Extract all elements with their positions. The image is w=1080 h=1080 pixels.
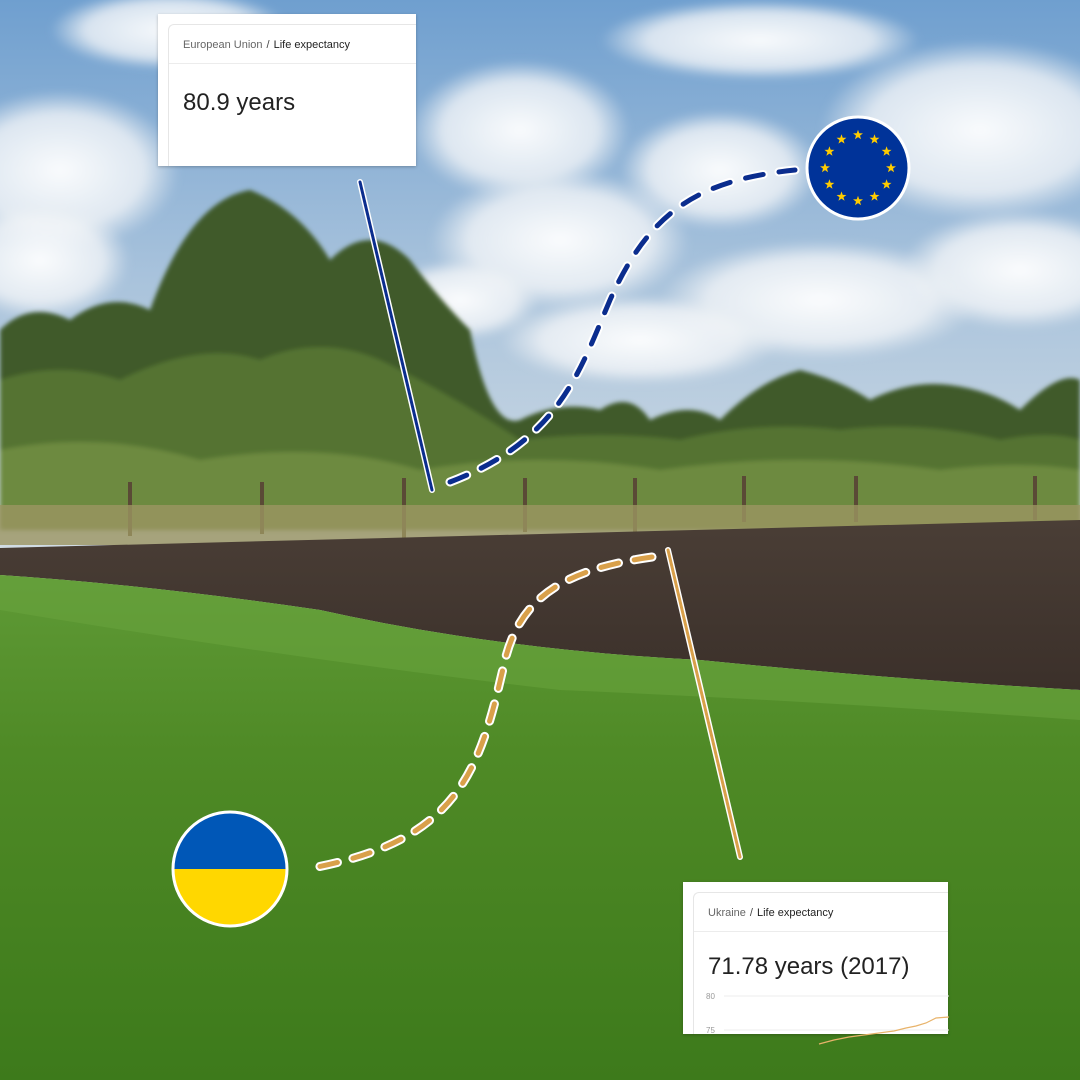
star-icon — [853, 129, 863, 140]
life-expectancy-value: 71.78 years (2017) — [708, 953, 910, 980]
star-icon — [820, 162, 830, 173]
star-icon — [881, 179, 892, 189]
breadcrumb-metric: Life expectancy — [273, 39, 351, 51]
trend-line — [818, 1016, 949, 1045]
breadcrumb-metric: Life expectancy — [756, 907, 834, 919]
divider — [694, 931, 948, 932]
divider — [169, 63, 416, 64]
breadcrumb-separator: / — [749, 907, 753, 919]
star-icon — [869, 134, 880, 144]
ukraine-flag-icon — [171, 810, 289, 928]
breadcrumb-separator: / — [266, 39, 270, 51]
ukraine-life-expectancy-card: Ukraine/Life expectancy 71.78 years (201… — [683, 882, 949, 1045]
breadcrumb: Ukraine/Life expectancy — [708, 907, 833, 919]
card-panel: Ukraine/Life expectancy 71.78 years (201… — [693, 892, 949, 1045]
mini-trend-chart: 80 75 — [706, 992, 949, 1045]
star-icon — [881, 146, 892, 156]
star-icon — [824, 146, 835, 156]
star-icon — [836, 191, 847, 201]
star-icon — [836, 134, 847, 144]
star-icon — [869, 191, 880, 201]
eu-flag-icon — [805, 115, 911, 221]
y-tick-label: 75 — [706, 1026, 715, 1035]
star-icon — [853, 195, 863, 206]
y-tick-label: 80 — [706, 992, 715, 1001]
star-icon — [886, 162, 896, 173]
breadcrumb-country[interactable]: Ukraine — [708, 907, 746, 919]
breadcrumb: European Union/Life expectancy — [183, 39, 350, 51]
eu-life-expectancy-card: European Union/Life expectancy 80.9 year… — [158, 14, 416, 166]
life-expectancy-value: 80.9 years — [183, 89, 296, 116]
card-panel: European Union/Life expectancy 80.9 year… — [168, 24, 416, 166]
star-icon — [824, 179, 835, 189]
breadcrumb-country[interactable]: European Union — [183, 39, 263, 51]
